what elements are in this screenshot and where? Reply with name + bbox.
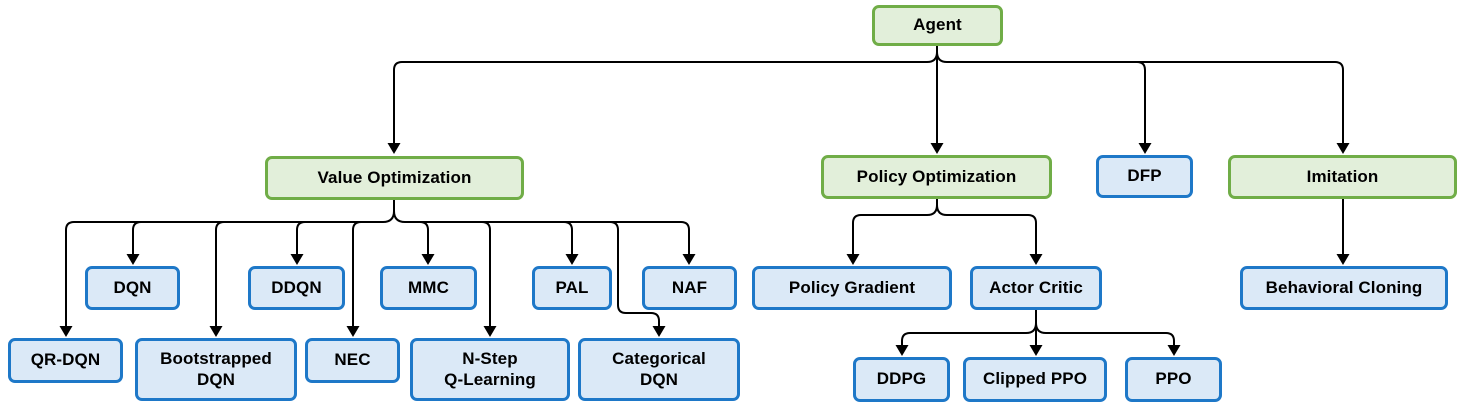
node-agent: Agent xyxy=(872,5,1003,46)
node-behavioral-cloning: Behavioral Cloning xyxy=(1240,266,1448,310)
arrowhead-imitation xyxy=(1336,143,1350,154)
node-label: PAL xyxy=(555,277,589,297)
arrowhead-bootstrapped-dqn xyxy=(209,326,223,337)
edge-agent-to-imitation xyxy=(936,48,1344,144)
node-label: Value Optimization xyxy=(317,167,472,187)
arrowhead-policy-gradient xyxy=(846,254,860,265)
edge-value-optimization-to-dqn xyxy=(132,221,142,255)
arrowhead-n-step-q-learning xyxy=(483,326,497,337)
node-label: Agent xyxy=(913,15,962,35)
arrowhead-value-optimization xyxy=(387,143,401,154)
node-label: N-Step xyxy=(462,348,518,368)
node-label: Bootstrapped xyxy=(160,348,272,368)
node-label: Imitation xyxy=(1306,166,1379,186)
edge-agent-to-value-optimization xyxy=(393,48,938,144)
arrowhead-dfp xyxy=(1138,143,1152,154)
node-label: DDPG xyxy=(876,369,927,389)
arrowhead-ppo xyxy=(1167,345,1181,356)
node-label: Behavioral Cloning xyxy=(1265,277,1423,297)
node-dqn: DQN xyxy=(85,266,180,310)
edge-value-optimization-to-categorical-dqn xyxy=(609,221,660,327)
arrowhead-policy-optimization xyxy=(930,143,944,154)
edge-value-optimization-to-qr-dqn xyxy=(65,200,395,327)
node-label: Q-Learning xyxy=(444,369,536,389)
node-imitation: Imitation xyxy=(1228,155,1457,199)
node-qr-dqn: QR-DQN xyxy=(8,338,123,383)
arrowhead-nec xyxy=(346,326,360,337)
node-ddpg: DDPG xyxy=(853,357,950,402)
node-label: NAF xyxy=(671,277,708,297)
edge-actor-critic-to-ddpg xyxy=(901,310,1037,346)
node-actor-critic: Actor Critic xyxy=(970,266,1102,310)
node-ddqn: DDQN xyxy=(248,266,345,310)
node-label: Policy Optimization xyxy=(856,166,1017,186)
node-label: MMC xyxy=(408,277,449,297)
node-clipped-ppo: Clipped PPO xyxy=(963,357,1107,402)
edge-policy-optimization-to-actor-critic xyxy=(936,199,1037,255)
node-label: Policy Gradient xyxy=(788,277,916,297)
node-label: Categorical xyxy=(612,348,706,368)
node-dfp: DFP xyxy=(1096,155,1193,198)
edge-value-optimization-to-naf xyxy=(393,200,690,255)
edge-value-optimization-to-pal xyxy=(563,221,573,255)
node-label: Clipped PPO xyxy=(982,369,1088,389)
edge-actor-critic-to-ppo xyxy=(1035,310,1175,346)
edge-value-optimization-to-mmc xyxy=(419,221,429,255)
node-ppo: PPO xyxy=(1125,357,1222,402)
arrowhead-qr-dqn xyxy=(59,326,73,337)
node-nec: NEC xyxy=(305,338,400,383)
node-mmc: MMC xyxy=(380,266,477,310)
node-policy-gradient: Policy Gradient xyxy=(752,266,952,310)
edge-value-optimization-to-n-step-q-learning xyxy=(481,221,491,327)
arrowhead-mmc xyxy=(421,254,435,265)
edge-value-optimization-to-nec xyxy=(352,221,362,327)
node-naf: NAF xyxy=(642,266,737,310)
arrowhead-categorical-dqn xyxy=(652,326,666,337)
node-pal: PAL xyxy=(532,266,612,310)
arrowhead-ddqn xyxy=(290,254,304,265)
arrowhead-clipped-ppo xyxy=(1029,345,1043,356)
arrowhead-pal xyxy=(565,254,579,265)
node-value-optimization: Value Optimization xyxy=(265,156,524,200)
edge-value-optimization-to-bootstrapped-dqn xyxy=(215,221,225,327)
node-policy-optimization: Policy Optimization xyxy=(821,155,1052,199)
node-label: DQN xyxy=(196,369,236,389)
node-label: DDQN xyxy=(271,277,322,297)
node-label: DQN xyxy=(639,369,679,389)
arrowhead-behavioral-cloning xyxy=(1336,254,1350,265)
arrowhead-ddpg xyxy=(895,345,909,356)
arrowhead-naf xyxy=(682,254,696,265)
node-label: QR-DQN xyxy=(30,350,101,370)
arrowhead-dqn xyxy=(126,254,140,265)
edge-policy-optimization-to-policy-gradient xyxy=(852,199,938,255)
node-label: DQN xyxy=(113,277,152,297)
node-label: DFP xyxy=(1127,166,1162,186)
edge-value-optimization-to-ddqn xyxy=(296,221,306,255)
node-label: Actor Critic xyxy=(989,277,1083,297)
node-label: NEC xyxy=(334,350,371,370)
node-label: PPO xyxy=(1155,369,1192,389)
arrowhead-actor-critic xyxy=(1029,254,1043,265)
